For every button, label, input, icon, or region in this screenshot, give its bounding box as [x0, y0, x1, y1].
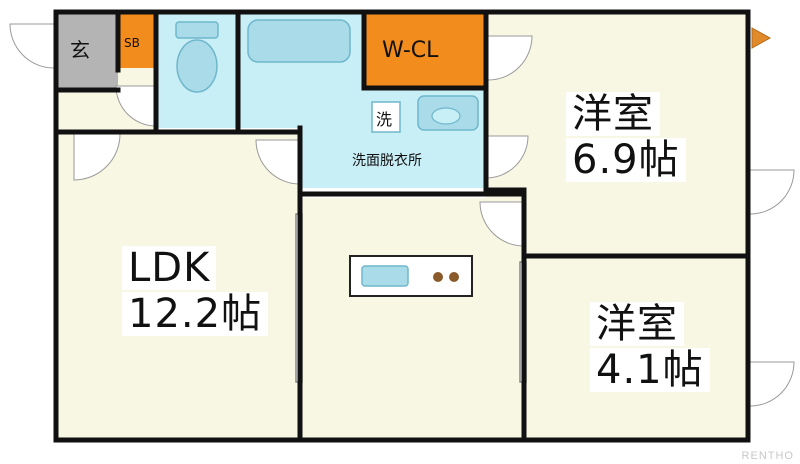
ldk-size: 12.2帖: [122, 292, 269, 336]
shoe-box-label: SB: [124, 36, 140, 50]
stove-burner-icon: [433, 272, 443, 282]
western-room-1-name: 洋室: [566, 92, 660, 136]
genkan-floor: [56, 12, 118, 88]
western-room-2-size: 4.1帖: [590, 348, 710, 392]
walk-in-closet-label: W-CL: [382, 38, 439, 63]
outer-wall: [53, 9, 751, 443]
washroom-label: 洗面脱衣所: [352, 153, 422, 169]
ldk-name: LDK: [122, 246, 217, 290]
ldk-door-swing: [73, 133, 121, 181]
kitchen-sink-icon: [361, 265, 409, 287]
stove-burner-icon: [449, 272, 459, 282]
western-room-2-name: 洋室: [590, 302, 684, 346]
genkan-label: 玄: [70, 38, 90, 62]
bathtub-icon: [247, 19, 351, 63]
kitchen-door-swing: [479, 201, 525, 247]
orientation-arrow-icon: [751, 27, 772, 49]
shoe-box: [120, 12, 154, 68]
washer-box: [371, 101, 401, 133]
balcony-door-1-swing: [749, 169, 795, 215]
toilet-tank: [175, 21, 219, 39]
basin-bowl: [431, 107, 461, 125]
western-room-1-size: 6.9帖: [566, 138, 686, 182]
washer-label: 洗: [376, 110, 393, 129]
washroom-door-swing: [255, 139, 301, 185]
toilet-bowl-icon: [176, 39, 218, 93]
walk-in-closet: [366, 12, 484, 86]
western-room-1-door-swing: [485, 135, 529, 179]
balcony-door-2-swing: [749, 361, 795, 407]
entrance-door-swing: [9, 23, 55, 69]
closet-door-swing: [487, 35, 533, 81]
watermark: RENTHO: [741, 450, 794, 462]
